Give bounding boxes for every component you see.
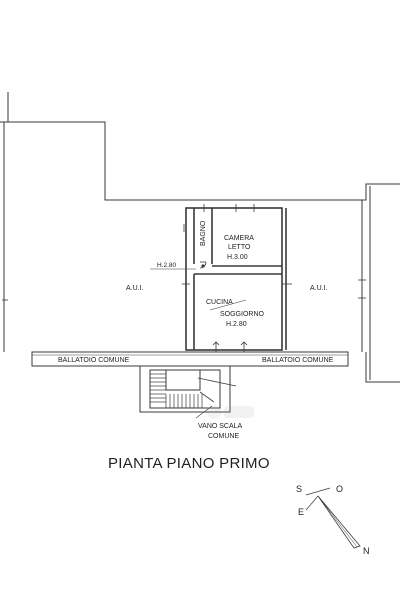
stairwell-outer	[139, 365, 231, 413]
compass: S O E N	[296, 484, 370, 556]
entrance-arrow-head-2	[240, 341, 248, 346]
label-vano-scala-1: VANO SCALA	[198, 423, 243, 430]
label-ballatoio-left: BALLATOIO COMUNE	[58, 357, 130, 364]
label-camera-letto-1: CAMERA	[224, 235, 254, 242]
compass-n: N	[363, 546, 370, 556]
label-camera-letto-height: H.3.00	[227, 254, 248, 261]
compass-axis-so	[305, 487, 331, 496]
compass-needle-center	[317, 495, 358, 548]
door-marks	[2, 204, 366, 352]
label-ballatoio-right: BALLATOIO COMUNE	[262, 357, 334, 364]
label-bagno: BAGNO	[200, 220, 207, 246]
stair-treads-left	[150, 373, 166, 403]
label-aui-right: A.U.I.	[310, 285, 328, 292]
label-cucina: CUCINA	[206, 299, 233, 306]
watermark-logo	[207, 405, 254, 419]
label-cucina-strike	[209, 299, 247, 311]
stair-direction-line-2	[199, 391, 215, 403]
label-aui-left: A.U.I.	[126, 285, 144, 292]
label-soggiorno-height: H.2.80	[226, 321, 247, 328]
label-camera-letto-2: LETTO	[228, 244, 251, 251]
label-soggiorno: SOGGIORNO	[220, 311, 265, 318]
stair-direction-line	[197, 377, 237, 387]
label-vano-scala-2: COMUNE	[208, 433, 239, 440]
entrance-arrow-head-1	[212, 341, 220, 346]
plan-title: PIANTA PIANO PRIMO	[108, 455, 270, 472]
compass-axis-en	[305, 495, 319, 511]
compass-needle	[317, 495, 361, 549]
compass-o: O	[336, 484, 343, 494]
apartment-perimeter	[185, 207, 283, 351]
outer-wall-top-left	[8, 121, 400, 201]
building-outline	[0, 92, 400, 383]
stair-pointer	[195, 405, 213, 419]
stair-treads-bottom	[165, 394, 203, 408]
compass-e: E	[298, 507, 304, 517]
outer-wall-left	[0, 92, 9, 123]
outer-wall-east-lower	[365, 352, 400, 383]
door-mark-corridor	[201, 264, 205, 268]
label-corridor-height: H.2.80	[157, 262, 177, 269]
apartment-walls	[185, 207, 287, 351]
room-labels: BAGNO CAMERA LETTO H.3.00 H.2.80 CUCINA …	[58, 220, 334, 440]
compass-s: S	[296, 484, 302, 494]
stairwell	[139, 365, 237, 419]
stairwell-landing	[165, 369, 201, 391]
